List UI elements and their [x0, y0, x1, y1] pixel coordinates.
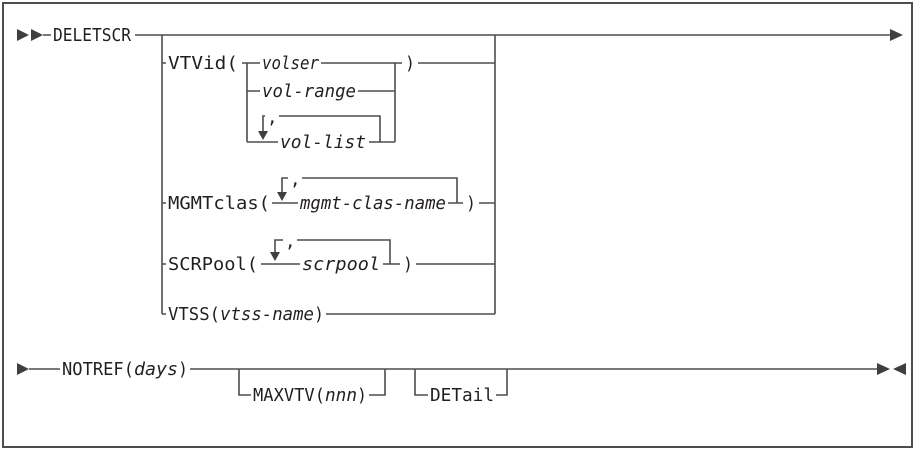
start-arrow-icon — [17, 29, 29, 41]
scrpool-repeat-down-arrow-icon — [270, 252, 280, 261]
mgmtclas-repeat-loop — [281, 177, 458, 203]
mgmtclas-keyword-bg — [166, 195, 272, 211]
scrpool-keyword-bg — [166, 256, 261, 272]
detail-keyword: DETail — [430, 386, 494, 406]
continue-right-arrow-icon — [890, 29, 903, 41]
scrpool-comma-bg — [283, 232, 297, 247]
vtss-label-bg — [166, 306, 326, 322]
vol-list-comma-bg — [265, 108, 279, 123]
vol-list-repeat-separator: , — [267, 108, 278, 128]
maxvtv-close-paren: ) — [357, 386, 367, 406]
volser-bg — [260, 55, 321, 71]
notref-close-paren: ) — [178, 360, 188, 380]
vtss-keyword: VTSS( — [168, 305, 220, 325]
mgmtclas-close-bg — [463, 195, 479, 211]
scrpool-close-bg — [400, 256, 416, 272]
vol-list-variable: vol-list — [280, 133, 366, 153]
maxvtv-label-bg — [251, 387, 369, 403]
continue-line-arrow-icon — [17, 363, 29, 375]
end-arrow-left-icon — [893, 363, 906, 375]
scrpool-var-bg — [300, 256, 383, 272]
scrpool-repeat-separator: , — [285, 232, 296, 252]
vol-list-repeat-loop — [262, 115, 381, 142]
mgmtclas-keyword: MGMTclas( — [168, 194, 270, 214]
start-arrow2-icon — [31, 29, 43, 41]
vol-range-variable: vol-range — [262, 82, 356, 102]
vtss-close-paren: ) — [314, 305, 324, 325]
vol-list-bg — [278, 134, 369, 150]
command-label: DELETSCR — [53, 26, 131, 46]
nnn-variable: nnn — [325, 386, 357, 406]
vtvid-keyword: VTVid( — [168, 54, 238, 74]
vtvid-keyword-bg — [166, 55, 242, 71]
mgmt-clas-name-bg — [298, 195, 448, 211]
end-arrow-right-icon — [877, 363, 890, 375]
scrpool-close-paren: ) — [403, 255, 413, 275]
scrpool-keyword: SCRPool( — [168, 255, 258, 275]
vtvid-close-bg — [402, 55, 418, 71]
days-variable: days — [134, 360, 178, 380]
mgmt-clas-name-variable: mgmt-clas-name — [299, 194, 446, 214]
scrpool-repeat-loop — [274, 239, 391, 264]
mgmtclas-close-paren: ) — [466, 194, 476, 214]
mgmtclas-repeat-separator: , — [290, 170, 301, 190]
volser-variable: volser — [262, 54, 319, 74]
vtvid-close-paren: ) — [405, 54, 415, 74]
vtss-name-variable: vtss-name — [220, 305, 314, 325]
detail-label-bg — [428, 387, 496, 403]
scrpool-variable: scrpool — [302, 255, 380, 275]
maxvtv-keyword: MAXVTV( — [253, 386, 325, 406]
vol-list-repeat-down-arrow-icon — [258, 131, 268, 140]
mgmtclas-comma-bg — [288, 170, 302, 185]
command-label-bg — [51, 27, 135, 43]
mgmtclas-repeat-down-arrow-icon — [277, 192, 287, 201]
notref-label-bg — [60, 361, 190, 377]
diagram-border — [2, 2, 913, 448]
notref-keyword: NOTREF( — [62, 360, 134, 380]
vol-range-bg — [260, 83, 358, 99]
